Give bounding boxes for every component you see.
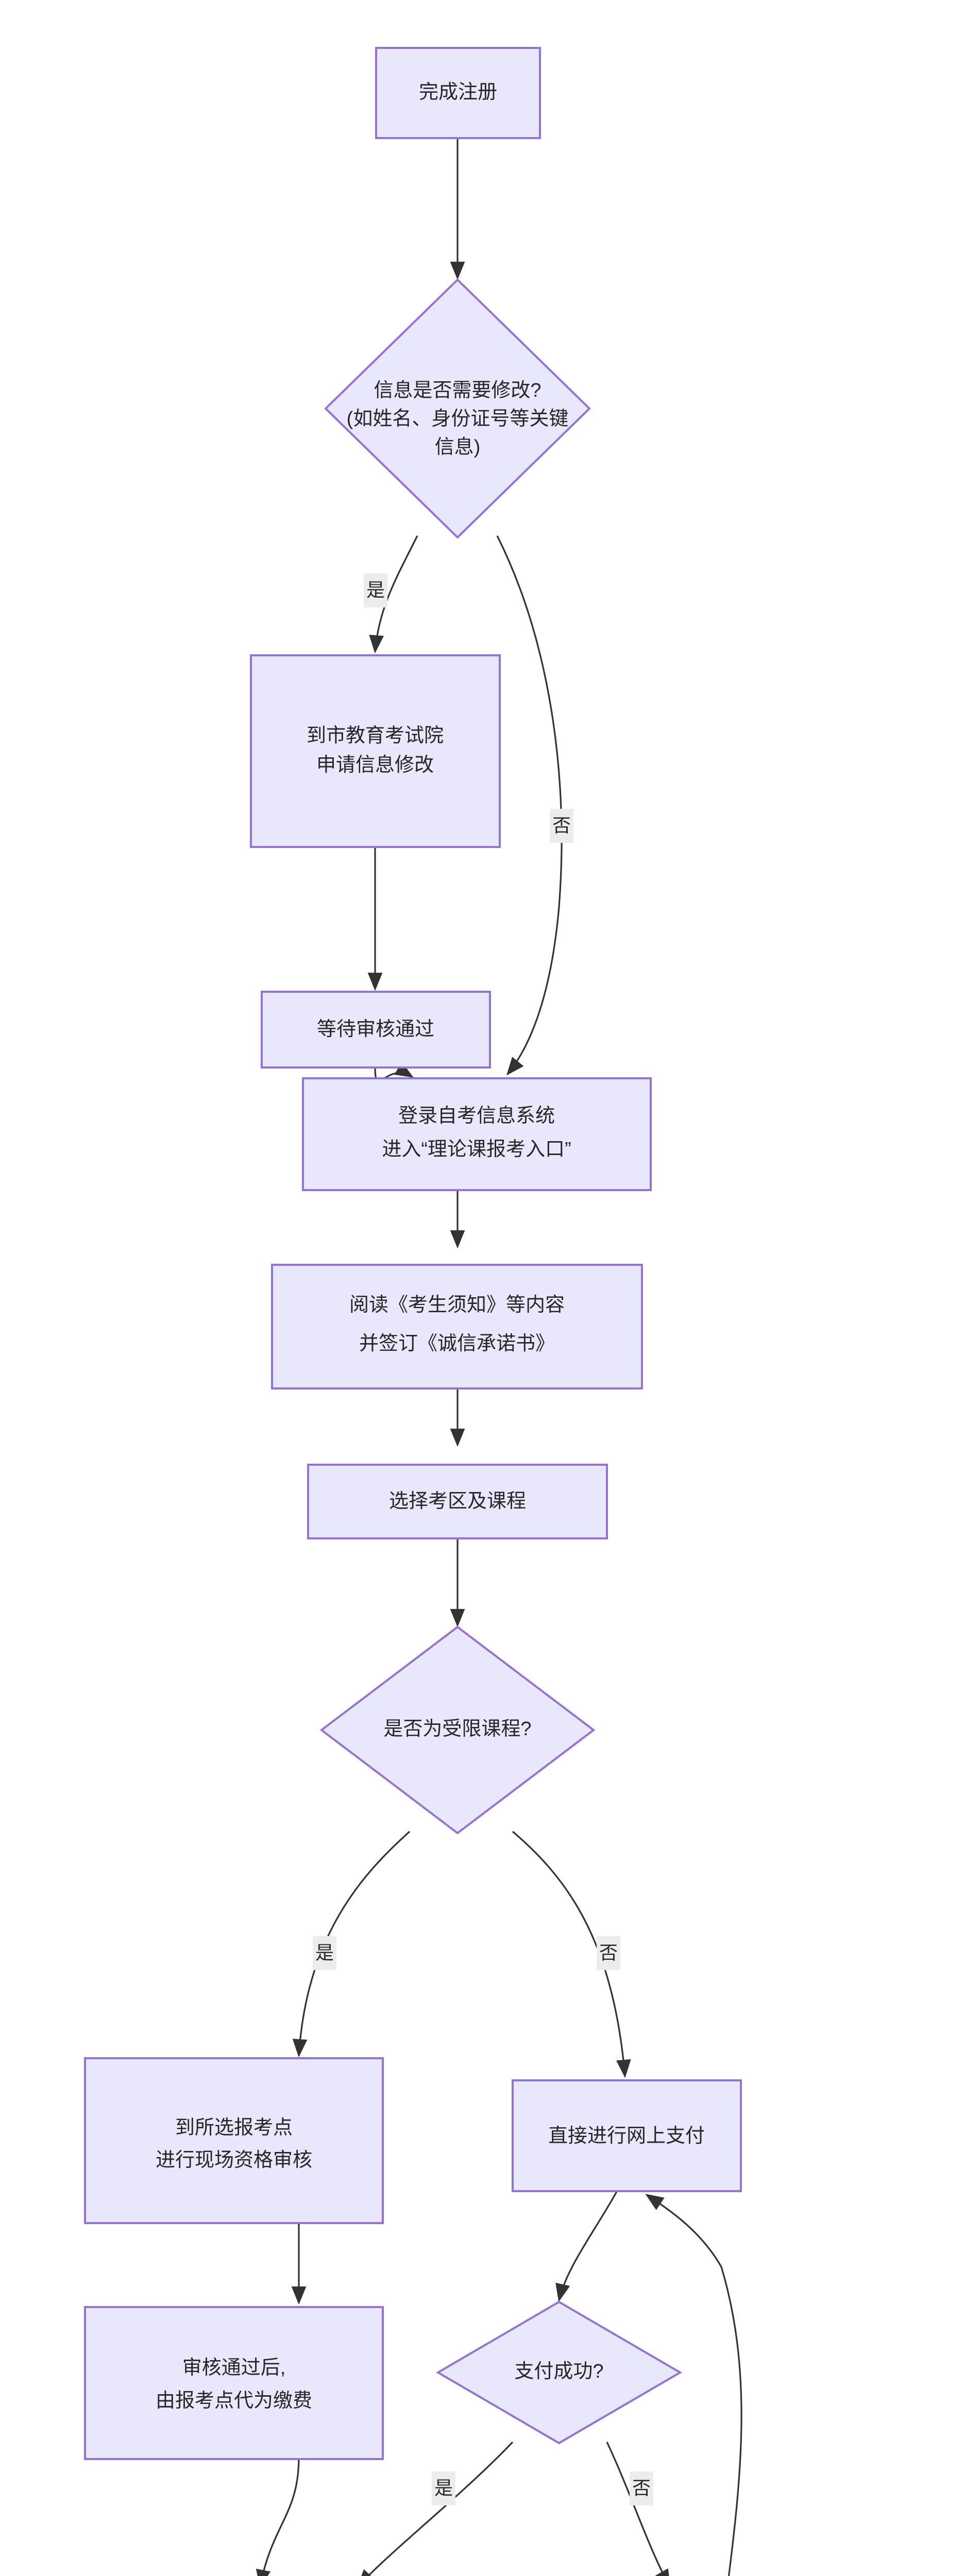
node-n6-read-and-sign[interactable]: 阅读《考生须知》等内容 并签订《诚信承诺书》	[271, 1264, 643, 1389]
edge-n12-n14	[606, 2442, 671, 2576]
node-label-line1: 到所选报考点	[175, 2117, 293, 2139]
edge-label-text: 是	[434, 2478, 453, 2499]
node-label: 等待审核通过	[317, 1019, 434, 1040]
edge-label-text: 否	[599, 1942, 618, 1963]
edge-label-text: 是	[315, 1942, 334, 1963]
node-n2-info-needs-change-decision[interactable]: 信息是否需要修改? (如姓名、身份证号等关键 信息)	[324, 278, 591, 539]
node-n10-direct-online-payment[interactable]: 直接进行网上支付	[512, 2079, 742, 2192]
edge-label-n2-n3: 是	[364, 573, 387, 607]
node-label: 选择考区及课程	[389, 1490, 526, 1512]
node-n8-restricted-course-decision[interactable]: 是否为受限课程?	[319, 1625, 596, 1835]
node-n12-payment-success-decision[interactable]: 支付成功?	[436, 2300, 682, 2445]
node-label-line3: 信息)	[435, 436, 481, 458]
node-label-line2: (如姓名、身份证号等关键	[347, 408, 569, 430]
node-n5-login-system[interactable]: 登录自考信息系统 进入“理论课报考入口”	[302, 1077, 652, 1191]
node-n9-onsite-qualification-check[interactable]: 到所选报考点 进行现场资格审核	[84, 2057, 384, 2224]
node-label-line1: 信息是否需要修改?	[374, 380, 541, 401]
edge-label-n2-n5: 否	[550, 809, 573, 843]
edge-label-n8-n9: 是	[313, 1936, 336, 1970]
edge-n2-n5	[496, 535, 563, 1076]
node-label-line1: 到市教育考试院	[307, 725, 444, 747]
node-label: 支付成功?	[514, 2361, 603, 2382]
edge-label-n12-n13: 是	[432, 2471, 455, 2505]
node-label-line2: 申请信息修改	[316, 754, 434, 776]
edge-label-text: 否	[632, 2478, 651, 2499]
edge-n11-n13	[256, 2457, 300, 2576]
edge-label-text: 否	[552, 815, 571, 836]
edge-n14-n10	[645, 2194, 742, 2576]
node-layer: 完成注册 信息是否需要修改? (如姓名、身份证号等关键 信息) 到市教育考试院 …	[84, 47, 742, 2460]
node-n3-apply-info-change[interactable]: 到市教育考试院 申请信息修改	[250, 654, 501, 848]
node-label-line2: 并签订《诚信承诺书》	[359, 1333, 555, 1354]
edge-label-text: 是	[366, 580, 385, 601]
edge-label-n12-n14: 否	[630, 2471, 653, 2505]
node-label-line1: 阅读《考生须知》等内容	[349, 1294, 565, 1316]
node-label-line1: 登录自考信息系统	[398, 1105, 555, 1127]
node-label-line1: 审核通过后,	[182, 2357, 286, 2379]
node-label: 是否为受限课程?	[383, 1718, 531, 1740]
node-label-line2: 进行现场资格审核	[156, 2149, 312, 2171]
node-label: 直接进行网上支付	[548, 2125, 705, 2147]
node-n1-complete-registration[interactable]: 完成注册	[375, 47, 541, 139]
node-label-line2: 进入“理论课报考入口”	[382, 1139, 571, 1160]
edge-n12-n13	[357, 2441, 514, 2576]
edge-label-layer: 是 否 是 否 是 否	[313, 573, 653, 2505]
edge-n8-n9	[292, 1831, 411, 2058]
node-label: 完成注册	[419, 81, 497, 103]
edge-n2-n3	[369, 535, 418, 654]
node-n11-paid-by-exam-site[interactable]: 审核通过后, 由报考点代为缴费	[84, 2306, 384, 2460]
node-n4-wait-for-approval[interactable]: 等待审核通过	[261, 991, 491, 1069]
node-label-line2: 由报考点代为缴费	[156, 2390, 312, 2412]
node-n7-select-district-courses[interactable]: 选择考区及课程	[307, 1464, 608, 1539]
edge-layer	[256, 138, 742, 2576]
edge-n10-n12	[555, 2190, 618, 2302]
edge-label-n8-n10: 否	[597, 1936, 620, 1970]
edge-n8-n10	[512, 1831, 631, 2078]
